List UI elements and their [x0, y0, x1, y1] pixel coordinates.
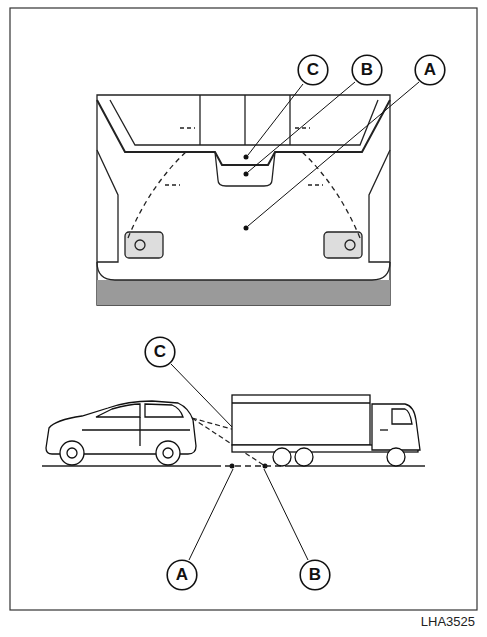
callout-circle: B — [299, 559, 331, 591]
leader-line — [171, 82, 419, 560]
figure-code: LHA3525 — [419, 614, 477, 629]
truck — [232, 395, 420, 466]
car — [46, 401, 196, 465]
callout-letter: B — [309, 565, 321, 585]
callout-circle: C — [297, 54, 329, 86]
callout-circle: C — [144, 336, 176, 368]
callout-letter: B — [361, 60, 373, 80]
callout-circle: A — [166, 559, 198, 591]
callout-letter: A — [424, 60, 436, 80]
ground-line — [42, 465, 425, 466]
callout-letter: C — [154, 342, 166, 362]
callout-letter: C — [307, 60, 319, 80]
callout-circle: B — [351, 54, 383, 86]
frame — [10, 8, 477, 610]
callout-circle: A — [414, 54, 446, 86]
camera-view — [97, 95, 390, 305]
callout-letter: A — [176, 565, 188, 585]
